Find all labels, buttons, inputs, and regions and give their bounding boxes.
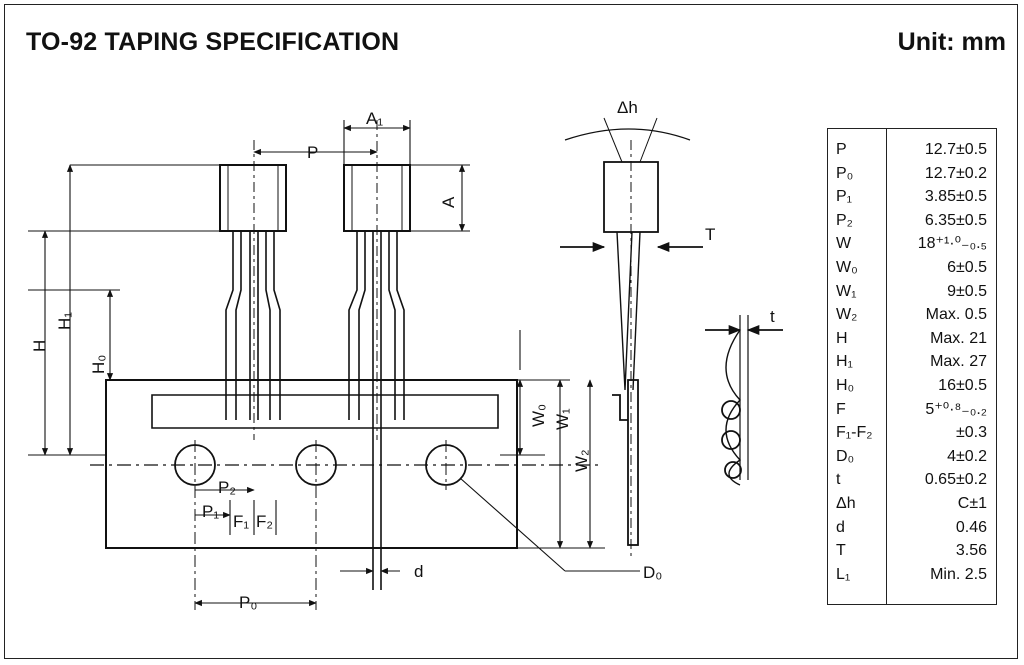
spec-symbol: P — [836, 141, 847, 158]
spec-value: 18⁺¹·⁰₋₀.₅ — [917, 235, 987, 253]
spec-row: T 3.56 — [828, 539, 996, 563]
label-T: T — [705, 225, 715, 244]
spec-value: Min. 2.5 — [930, 565, 987, 583]
spec-symbol: D₀ — [836, 447, 855, 465]
transistor-right — [343, 120, 411, 590]
spec-row: F₁-F₂ ±0.3 — [828, 421, 996, 445]
spec-row: P 12.7±0.5 — [828, 138, 996, 162]
label-d: d — [414, 562, 423, 581]
spec-symbol: P₀ — [836, 164, 854, 182]
spec-symbol: H₁ — [836, 353, 853, 371]
spec-symbol: d — [836, 518, 845, 536]
spec-symbol: t — [836, 471, 841, 489]
label-P1: P₁ — [202, 502, 219, 521]
label-W1: W₁ — [553, 408, 572, 430]
dimension-labels: P A₁ A Δh T t H H₁ H₀ W₀ W₁ W₂ P₂ P₁ F₁ … — [30, 98, 775, 612]
spec-value: C±1 — [957, 495, 987, 512]
label-H1: H₁ — [55, 312, 74, 330]
label-t: t — [770, 307, 775, 326]
carrier-tape — [90, 379, 600, 549]
spec-symbol: W — [836, 235, 852, 253]
spec-row: D₀ 4±0.2 — [828, 445, 996, 469]
label-dh: Δh — [617, 98, 638, 117]
spec-value: 3.85±0.5 — [924, 188, 987, 206]
label-P0: P₀ — [239, 593, 257, 612]
label-W0: W₀ — [529, 404, 548, 427]
label-W2: W₂ — [572, 449, 591, 472]
spec-value: 12.7±0.5 — [924, 141, 987, 158]
label-P: P — [307, 143, 318, 162]
spec-value: Max. 27 — [930, 353, 987, 371]
label-D0: D₀ — [643, 563, 662, 582]
spec-symbol: Δh — [836, 495, 856, 512]
spec-value: 6±0.5 — [947, 259, 987, 276]
spec-symbol: T — [836, 542, 846, 560]
spec-row: W₂ Max. 0.5 — [828, 303, 996, 327]
spec-value: 3.56 — [955, 542, 987, 560]
spec-value: 16±0.5 — [938, 377, 987, 394]
spec-symbol: W₀ — [836, 259, 858, 276]
dimension-lines — [28, 120, 640, 607]
spec-symbol: W₂ — [836, 306, 858, 324]
spec-symbol: W₁ — [836, 282, 857, 300]
spec-symbol: F — [836, 400, 846, 418]
spec-row: W₀ 6±0.5 — [828, 256, 996, 280]
spec-value: 9±0.5 — [947, 282, 987, 300]
spec-row: W 18⁺¹·⁰₋₀.₅ — [828, 232, 996, 256]
spec-value: 4±0.2 — [947, 447, 987, 465]
transistor-left — [219, 140, 287, 440]
spec-value: 0.46 — [955, 518, 987, 536]
page-title: TO-92 TAPING SPECIFICATION — [26, 28, 400, 56]
drawing-frame — [4, 4, 1018, 659]
spec-value: 0.65±0.2 — [924, 471, 987, 489]
unit-label: Unit: mm — [897, 28, 1006, 56]
spec-row: W₁ 9±0.5 — [828, 280, 996, 304]
spec-value: 6.35±0.5 — [924, 211, 987, 229]
label-F1: F₁ — [233, 512, 249, 531]
spec-symbol: H₀ — [836, 377, 855, 394]
spec-row: Δh C±1 — [828, 492, 996, 516]
spec-row: H₁ Max. 27 — [828, 350, 996, 374]
label-F2: F₂ — [256, 512, 273, 531]
spec-symbol: F₁-F₂ — [836, 424, 873, 442]
spec-symbol: L₁ — [836, 565, 851, 583]
spec-row: d 0.46 — [828, 516, 996, 540]
spec-row: H₀ 16±0.5 — [828, 374, 996, 398]
spec-table-divider — [886, 129, 887, 604]
spec-row: t 0.65±0.2 — [828, 468, 996, 492]
label-H: H — [30, 340, 49, 352]
spec-row: P₂ 6.35±0.5 — [828, 209, 996, 233]
spec-row: P₁ 3.85±0.5 — [828, 185, 996, 209]
spec-value: Max. 0.5 — [925, 306, 987, 324]
sprocket-holes — [174, 440, 467, 610]
spec-value: ±0.3 — [955, 424, 987, 442]
side-view — [560, 117, 783, 560]
label-A: A — [439, 196, 458, 208]
spec-row: H Max. 21 — [828, 327, 996, 351]
spec-value: Max. 21 — [930, 329, 987, 347]
spec-value: 12.7±0.2 — [924, 164, 987, 182]
spec-row: F 5⁺⁰·⁸₋₀.₂ — [828, 398, 996, 422]
spec-value: 5⁺⁰·⁸₋₀.₂ — [925, 400, 987, 418]
label-A1: A₁ — [366, 109, 383, 128]
spec-symbol: H — [836, 329, 848, 347]
label-H0: H₀ — [89, 355, 108, 374]
spec-row: L₁ Min. 2.5 — [828, 563, 996, 587]
spec-row: P₀ 12.7±0.2 — [828, 162, 996, 186]
spec-symbol: P₁ — [836, 188, 853, 206]
label-P2: P₂ — [218, 478, 236, 497]
spec-symbol: P₂ — [836, 211, 853, 229]
